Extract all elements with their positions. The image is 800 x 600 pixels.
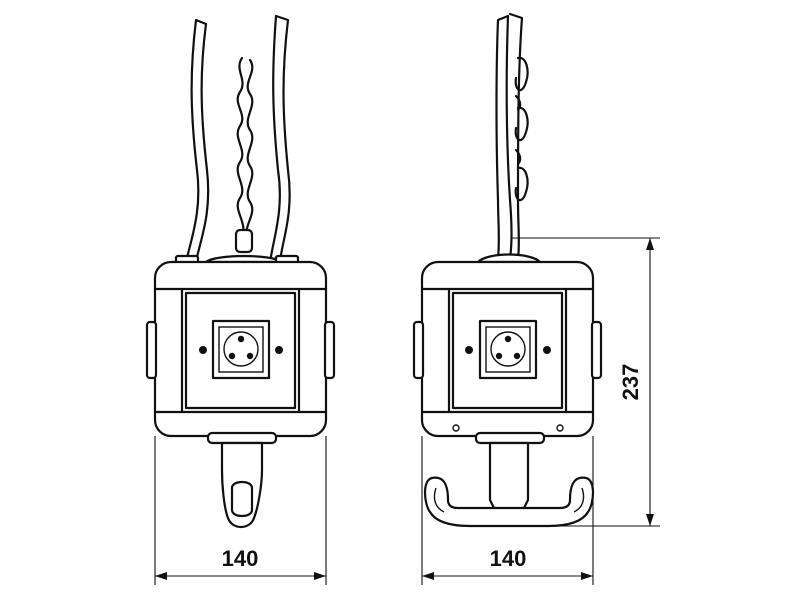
left-side-clip-left <box>145 320 158 380</box>
left-screw-left <box>199 346 207 354</box>
right-hook-stem <box>488 441 530 514</box>
right-screw-right <box>543 346 551 354</box>
right-view <box>412 12 603 528</box>
right-socket-outer <box>478 319 538 380</box>
dimension-left-width-label: 140 <box>222 546 259 571</box>
right-top-cap <box>476 253 542 264</box>
right-chain <box>514 56 529 202</box>
left-front-panel <box>184 291 297 410</box>
left-screw-right <box>275 346 283 354</box>
dimension-right-width: 140 <box>421 436 594 585</box>
left-hook <box>220 441 264 529</box>
right-front-panel <box>451 291 564 410</box>
right-socket-inner <box>485 326 531 373</box>
right-screw-left <box>465 346 473 354</box>
dimension-height: 237 <box>512 237 660 527</box>
right-side-clip-left <box>412 320 425 380</box>
right-double-hook <box>423 476 595 528</box>
dimension-height-label: 237 <box>618 364 643 401</box>
right-wire <box>495 14 513 260</box>
right-socket-face <box>490 331 526 367</box>
left-socket-face <box>223 331 259 367</box>
left-side-clip-right <box>323 320 336 380</box>
left-wire-left <box>184 18 210 264</box>
left-socket-outer <box>211 319 271 380</box>
dimension-right-width-label: 140 <box>490 546 527 571</box>
left-view <box>145 14 336 529</box>
dimension-left-width: 140 <box>154 436 327 585</box>
right-side-clip-right <box>590 320 603 380</box>
left-socket-inner <box>218 326 264 373</box>
left-wire-right <box>268 14 291 264</box>
left-chain <box>234 56 254 254</box>
